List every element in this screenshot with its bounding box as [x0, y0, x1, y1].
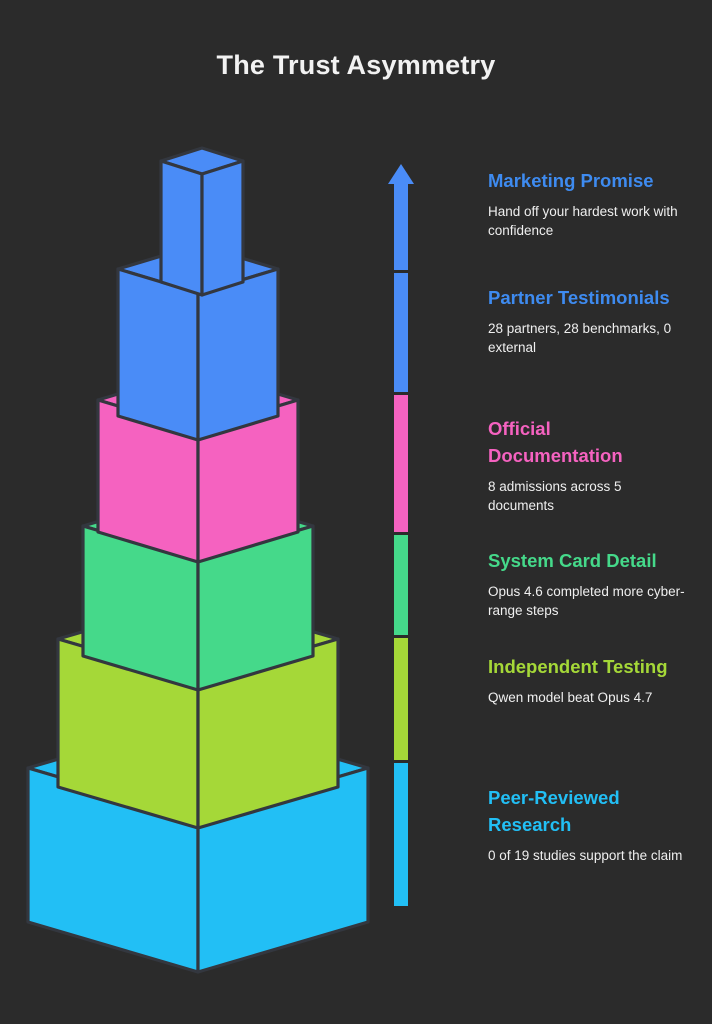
bar-segment-marketing-promise — [394, 190, 408, 270]
bar-segment-peer-reviewed-research — [394, 763, 408, 906]
legend-description: 0 of 19 studies support the claim — [488, 847, 683, 863]
legend-description: Hand off your hardest work with confiden… — [488, 203, 678, 238]
legend-title: Marketing Promise — [488, 170, 654, 191]
legend-title: System Card Detail — [488, 550, 657, 571]
legend-title: Official Documentation — [488, 418, 623, 466]
legend-description: 8 admissions across 5 documents — [488, 478, 622, 513]
legend-item-partner-testimonials: Partner Testimonials 28 partners, 28 ben… — [488, 285, 688, 357]
legend-title: Independent Testing — [488, 656, 668, 677]
legend-item-peer-reviewed-research: Peer-Reviewed Research 0 of 19 studies s… — [488, 785, 688, 865]
page-title: The Trust Asymmetry — [216, 50, 496, 80]
legend-title: Partner Testimonials — [488, 287, 670, 308]
legend-title: Peer-Reviewed Research — [488, 787, 620, 835]
legend-item-marketing-promise: Marketing Promise Hand off your hardest … — [488, 168, 688, 240]
legend-item-independent-testing: Independent Testing Qwen model beat Opus… — [488, 654, 688, 707]
bar-segment-official-documentation — [394, 395, 408, 532]
bar-segment-independent-testing — [394, 638, 408, 760]
legend-item-system-card-detail: System Card Detail Opus 4.6 completed mo… — [488, 548, 688, 620]
legend-description: Qwen model beat Opus 4.7 — [488, 689, 653, 705]
bar-segment-partner-testimonials — [394, 273, 408, 392]
legend-item-official-documentation: Official Documentation 8 admissions acro… — [488, 416, 688, 515]
tier-marketing-promise — [159, 146, 245, 297]
bar-segment-system-card-detail — [394, 535, 408, 635]
legend-description: 28 partners, 28 benchmarks, 0 external — [488, 320, 672, 355]
legend-description: Opus 4.6 completed more cyber-range step… — [488, 583, 685, 618]
